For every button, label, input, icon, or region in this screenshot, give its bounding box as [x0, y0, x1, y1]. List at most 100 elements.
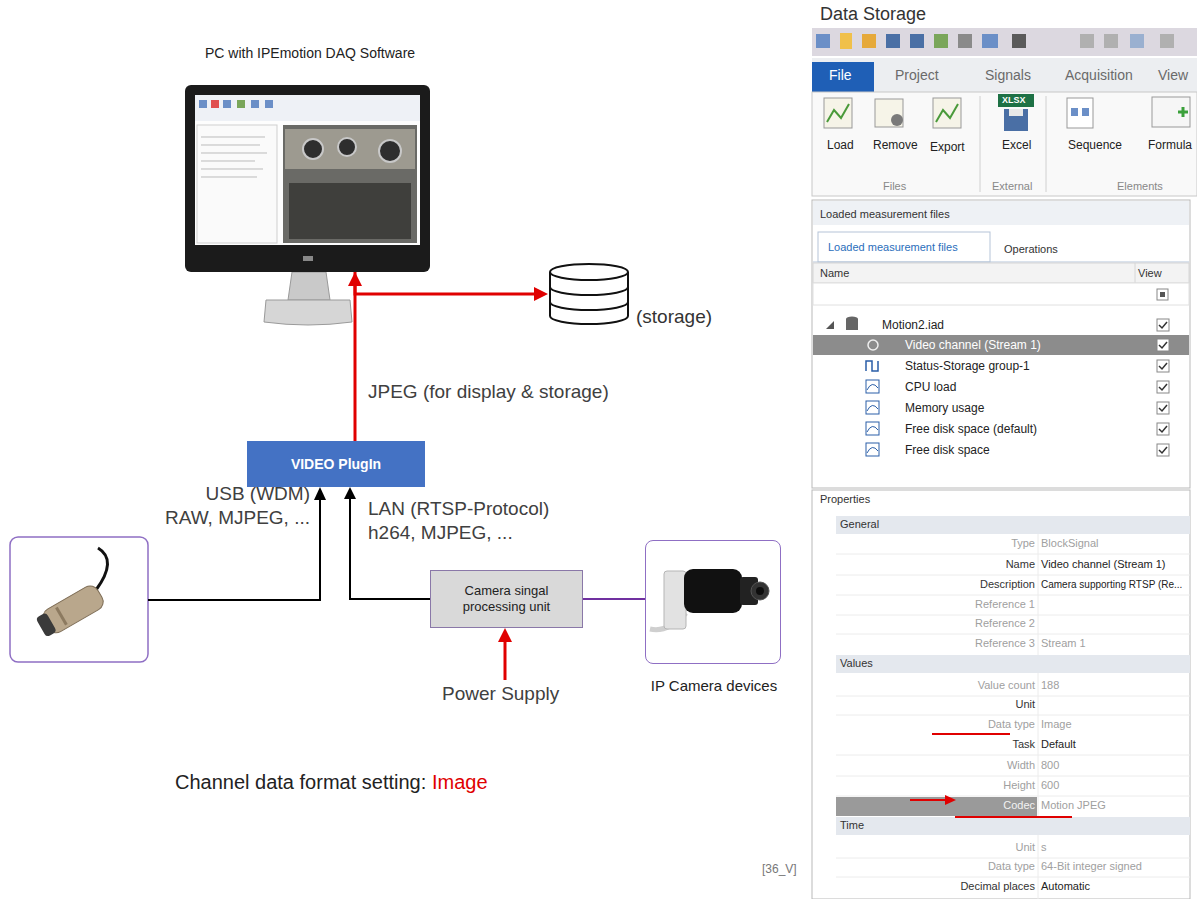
label-text: Image	[1041, 718, 1072, 731]
node-text: PC with IPEmotion DAQ Software	[205, 45, 415, 61]
label-text: s	[1041, 841, 1047, 854]
label-text: Name	[1006, 558, 1035, 571]
tree-icons	[826, 317, 879, 457]
filter-box	[1157, 289, 1168, 300]
arrowhead	[344, 487, 356, 499]
group-band	[836, 516, 1190, 534]
label-text: Codec	[1003, 799, 1035, 812]
processing-box: Camera singal processing unit	[430, 570, 583, 628]
label-text: General	[840, 518, 879, 531]
label-text: Width	[1007, 759, 1035, 772]
label-text: File	[829, 67, 852, 84]
label-text: Reference 1	[975, 598, 1035, 611]
red-underline	[955, 816, 1072, 818]
label-text: Name	[820, 267, 849, 280]
ribbon-tabs	[812, 58, 1197, 92]
label-text: Values	[840, 657, 873, 670]
connector-line	[354, 286, 357, 441]
label-text: External	[992, 180, 1032, 193]
usb-cable	[96, 548, 108, 590]
label-text: Automatic	[1041, 880, 1090, 893]
pc-monitor: PC with IPEmotion DAQ Software	[185, 85, 430, 272]
label-text: Image	[432, 770, 488, 794]
ribbon	[812, 92, 1197, 196]
label-text: Sequence	[1068, 138, 1122, 152]
group-band	[836, 655, 1190, 673]
label-text: Motion JPEG	[1041, 799, 1106, 812]
storage-art	[548, 262, 630, 326]
label-text: Time	[840, 819, 864, 832]
label-text: Status-Storage group-1	[905, 359, 1030, 373]
group-band	[836, 817, 1190, 835]
monitor-stand	[288, 272, 330, 300]
label-text: Decimal places	[960, 880, 1035, 893]
label-text: USB (WDM) RAW, MJPEG, ...	[155, 482, 310, 530]
label-text: 600	[1041, 779, 1059, 792]
monitor-base	[264, 300, 352, 325]
label-text: Excel	[1002, 138, 1031, 152]
tab-line	[813, 262, 1189, 263]
label-text: Power Supply	[442, 683, 559, 706]
label-text: 800	[1041, 759, 1059, 772]
label-text: Type	[1011, 537, 1035, 550]
label-text: Load	[827, 138, 854, 152]
node-text: IP Camera devices	[636, 677, 792, 694]
label-text: Memory usage	[905, 401, 984, 415]
label-text: Data type	[988, 860, 1035, 873]
view-checkboxes	[1157, 319, 1169, 456]
label-text: [36_V]	[762, 862, 797, 876]
label-text: BlockSignal	[1041, 537, 1098, 550]
node-text: VIDEO PlugIn	[291, 456, 381, 472]
usb-camera	[35, 583, 107, 640]
power-arrow	[504, 641, 507, 680]
plugin-box: VIDEO PlugIn	[247, 441, 425, 487]
files-pane	[812, 200, 1190, 488]
selected-row	[813, 335, 1189, 355]
label-text: Formula	[1148, 138, 1192, 152]
pane-header	[813, 201, 1189, 225]
label-text: View	[1158, 67, 1188, 84]
red-pointer	[910, 799, 946, 801]
edge-label: JPEG (for display & storage)	[368, 381, 609, 404]
label-text: Video channel (Stream 1)	[905, 338, 1041, 352]
label-text: Data Storage	[820, 4, 926, 26]
toolbar-icons	[816, 33, 1174, 49]
storage-cylinder: (storage)	[548, 262, 630, 326]
label-text: 188	[1041, 679, 1059, 692]
label-text: Reference 2	[975, 617, 1035, 630]
node-text: (storage)	[636, 306, 712, 328]
properties-pane	[812, 490, 1190, 899]
filter-row	[813, 283, 1189, 305]
usb-camera-box	[10, 537, 148, 662]
camera-box: IP Camera devices	[645, 540, 781, 664]
label-text: Channel data format setting:	[175, 770, 426, 794]
label-text: Data type	[988, 718, 1035, 731]
edge-label: LAN (RTSP-Protocol) h264, MJPEG, ...	[368, 497, 583, 545]
node-text: Camera singal processing unit	[439, 583, 574, 616]
ip-camera-art	[646, 541, 779, 662]
connector	[348, 272, 362, 441]
selected-property	[836, 797, 1037, 816]
toolbar	[812, 28, 1197, 56]
ribbon-separator	[980, 96, 981, 192]
label-text: Video channel (Stream 1)	[1041, 558, 1166, 571]
table-header	[813, 263, 1189, 283]
label-text: Remove	[873, 138, 918, 152]
arrowhead	[534, 287, 548, 301]
file-tab	[812, 62, 874, 92]
label-text: Default	[1041, 738, 1076, 751]
label-text: Operations	[1004, 243, 1058, 256]
label-text: Camera supporting RTSP (Re...	[1041, 579, 1182, 591]
connector-line	[355, 272, 534, 294]
ribbon-icons	[824, 94, 1190, 131]
usb-arrowhead	[314, 487, 326, 500]
label-text: Task	[1012, 738, 1035, 751]
red-underline	[932, 733, 1010, 735]
red-pointer-head	[945, 795, 956, 805]
label-text: Files	[883, 180, 906, 193]
label-text: Signals	[985, 67, 1031, 84]
label-text: Description	[980, 578, 1035, 591]
label-text: Project	[895, 67, 939, 84]
label-text: Loaded measurement files	[820, 208, 950, 221]
label-text: Free disk space (default)	[905, 422, 1037, 436]
